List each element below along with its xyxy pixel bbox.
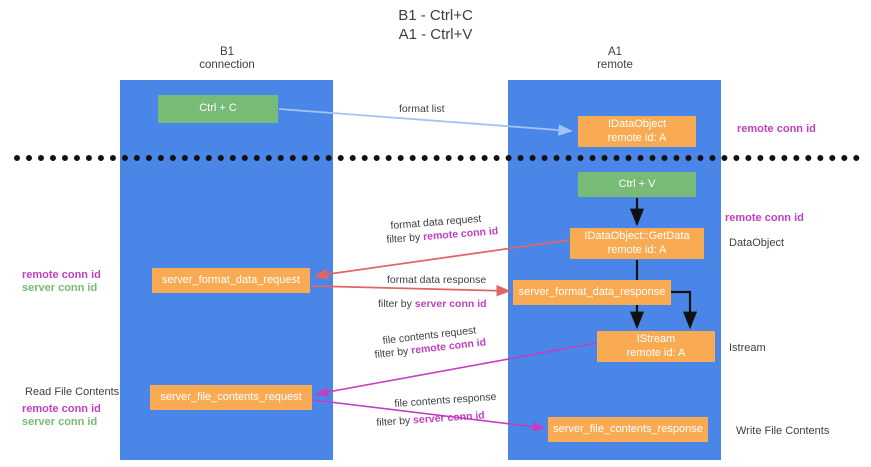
edge-label-format-data-request-filter-prefix: filter by <box>386 231 424 246</box>
node-idataobject-remote-id: remote id: A <box>607 131 667 144</box>
edge-label-file-contents-response-filter-key: server conn id <box>412 409 486 427</box>
edge-label-format-data-response-filter-key: server conn id <box>414 298 487 310</box>
phase-divider <box>14 155 860 161</box>
node-istream[interactable]: IStream remote id: A <box>597 331 715 362</box>
edge-label-format-data-response: format data response <box>387 274 487 286</box>
node-idataobject[interactable]: IDataObject remote id: A <box>578 116 696 147</box>
node-ctrl-v-label: Ctrl + V <box>618 177 656 190</box>
swimlane-b1-header: B1 connection <box>148 46 306 72</box>
node-ctrl-c-label: Ctrl + C <box>199 102 237 115</box>
node-server-file-contents-response[interactable]: server_file_contents_response <box>548 417 708 442</box>
annotation-remote-conn-id-top: remote conn id <box>737 123 816 135</box>
node-server-format-data-request-label: server_format_data_request <box>161 273 301 286</box>
node-server-file-contents-request-label: server_file_contents_request <box>160 390 302 403</box>
node-istream-label: IStream <box>636 333 676 345</box>
node-server-format-data-request[interactable]: server_format_data_request <box>152 268 310 293</box>
annotation-read-file-contents: Read File Contents <box>25 386 120 398</box>
annotation-dataobject: DataObject <box>729 237 785 249</box>
page-title-line-2: A1 - Ctrl+V <box>398 26 473 43</box>
annotation-left-server-conn-id-1: server conn id <box>22 282 98 294</box>
node-idataobject-getdata-remote-id: remote id: A <box>607 243 667 256</box>
swimlane-b1-sublabel: connection <box>199 59 255 71</box>
node-server-format-data-response[interactable]: server_format_data_response <box>513 280 671 305</box>
edge-label-file-contents-response: file contents response <box>394 390 497 410</box>
edge-label-file-contents-request-filter-prefix: filter by <box>374 344 412 361</box>
annotation-remote-conn-id-mid: remote conn id <box>725 212 804 224</box>
node-server-format-data-response-label: server_format_data_response <box>518 285 666 298</box>
edge-label-format-data-response-filter-prefix: filter by <box>378 298 415 310</box>
node-server-file-contents-response-label: server_file_contents_response <box>553 422 703 435</box>
annotation-write-file-contents: Write File Contents <box>736 425 830 437</box>
node-istream-remote-id: remote id: A <box>626 346 686 359</box>
edge-label-file-contents-response-filter-prefix: filter by <box>376 414 414 429</box>
page-title-line-1: B1 - Ctrl+C <box>398 7 473 24</box>
annotation-left-remote-conn-id-1: remote conn id <box>22 269 101 281</box>
node-idataobject-label: IDataObject <box>607 118 667 130</box>
node-server-file-contents-request[interactable]: server_file_contents_request <box>150 385 312 410</box>
node-ctrl-v[interactable]: Ctrl + V <box>578 172 696 197</box>
node-ctrl-c[interactable]: Ctrl + C <box>158 95 278 123</box>
swimlane-b1-name: B1 <box>219 46 235 58</box>
swimlane-a1-name: A1 <box>607 46 623 58</box>
swimlane-a1-header: A1 remote <box>536 46 694 72</box>
annotation-left-remote-conn-id-2: remote conn id <box>22 403 101 415</box>
annotation-istream: Istream <box>729 342 766 354</box>
annotation-left-server-conn-id-2: server conn id <box>22 416 98 428</box>
node-idataobject-getdata-label: IDataObject::GetData <box>584 230 690 242</box>
edge-label-file-contents-response-filter: filter by server conn id <box>376 409 485 430</box>
swimlane-a1-sublabel: remote <box>597 59 633 71</box>
edge-label-format-list: format list <box>399 103 445 115</box>
edge-label-format-data-response-filter: filter by server conn id <box>378 298 487 311</box>
page-title: B1 - Ctrl+C A1 - Ctrl+V <box>0 6 871 44</box>
node-idataobject-getdata[interactable]: IDataObject::GetData remote id: A <box>570 228 704 259</box>
